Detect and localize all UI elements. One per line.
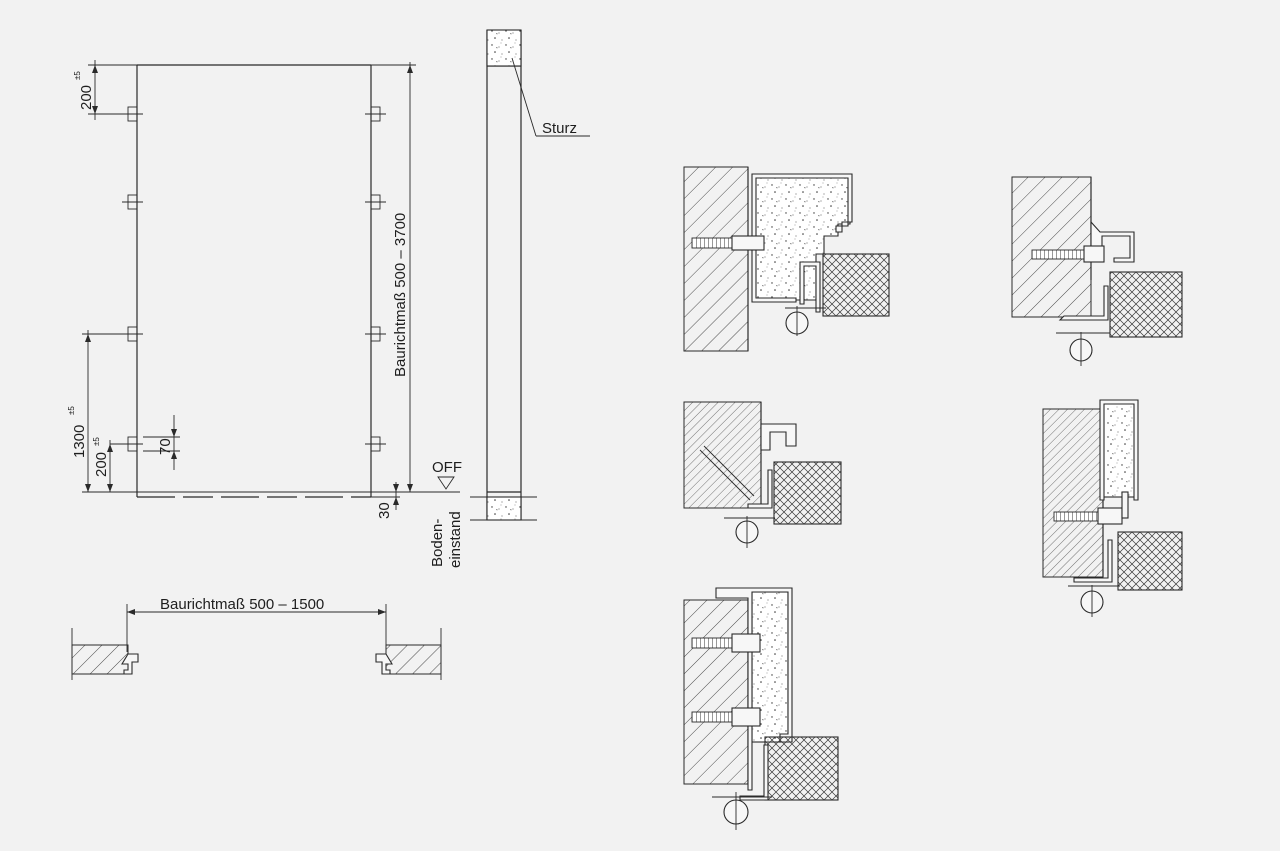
lintel-label: Sturz — [542, 120, 577, 137]
hinge-markers-left — [110, 106, 143, 452]
detail-frame-anchor-plate — [683, 401, 842, 548]
floor-clearance-label-2: einstand — [447, 511, 464, 568]
top-hinge-dimension: 200 ±5 — [73, 60, 137, 120]
width-label: Baurichtmaß 500 – 1500 — [160, 596, 324, 613]
floor-clearance-dimension: 30 Boden- einstand — [371, 482, 464, 568]
detail-frame-double-anchor — [683, 587, 839, 830]
floor-clearance-label-1: Boden- — [429, 519, 446, 567]
lock-size-dimension: 70 — [143, 415, 180, 470]
detail-frame-concrete-filled — [683, 166, 890, 352]
height-label: Baurichtmaß 500 – 3700 — [392, 213, 409, 377]
plan-view: Baurichtmaß 500 – 1500 — [71, 596, 442, 680]
lock-height-tolerance: ±5 — [67, 406, 76, 415]
detail-frame-surface-mounted — [1011, 176, 1183, 366]
hinge-markers-right — [365, 106, 386, 452]
finished-floor-marker: OFF — [432, 459, 462, 490]
lock-size-value: 70 — [157, 438, 174, 455]
lock-height-dimension: 1300 ±5 — [67, 330, 128, 492]
top-hinge-value: 200 — [78, 85, 95, 110]
floor-clearance-value: 30 — [376, 502, 393, 519]
height-dimension: Baurichtmaß 500 – 3700 — [371, 62, 416, 492]
bottom-offset-dimension: 200 ±5 — [92, 437, 113, 492]
finished-floor-label: OFF — [432, 459, 462, 476]
detail-frame-drywall — [1042, 399, 1183, 617]
bottom-offset-tolerance: ±5 — [92, 437, 101, 446]
bottom-offset-value: 200 — [93, 452, 110, 477]
lock-height-value: 1300 — [71, 425, 88, 458]
plan-frame-right — [375, 653, 393, 675]
top-hinge-tolerance: ±5 — [73, 71, 82, 80]
door-elevation: 200 ±5 1300 ±5 200 ±5 70 — [67, 60, 464, 568]
vertical-section: Sturz — [470, 29, 590, 521]
plan-frame-left — [121, 653, 139, 675]
